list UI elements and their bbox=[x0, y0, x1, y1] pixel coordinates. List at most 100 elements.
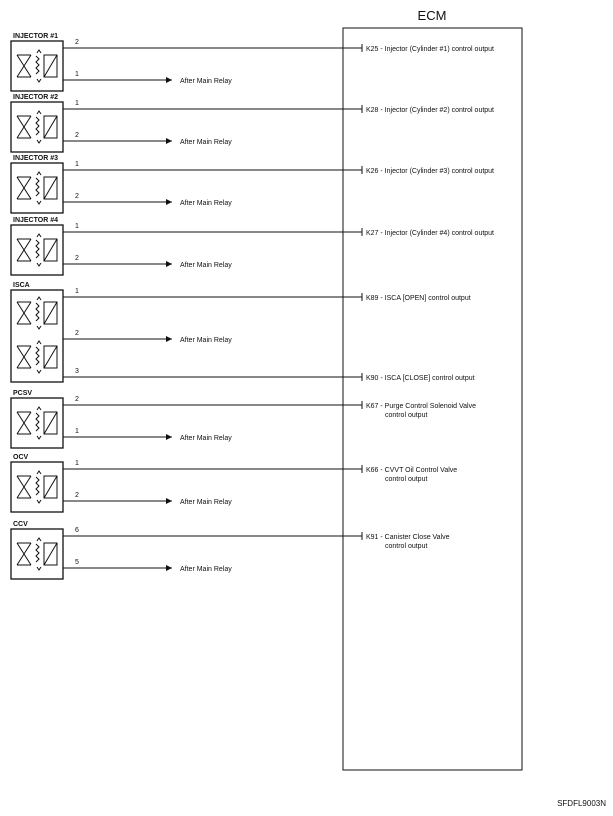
component-label: INJECTOR #1 bbox=[13, 33, 58, 40]
coil-symbol bbox=[43, 176, 58, 200]
component-label: INJECTOR #3 bbox=[13, 155, 58, 162]
valve-symbol bbox=[16, 54, 32, 78]
arrow-down-icon bbox=[36, 435, 42, 440]
signal-pin-number: 1 bbox=[75, 223, 79, 230]
relay-pin-number: 2 bbox=[75, 492, 79, 499]
ecm-title: ECM bbox=[418, 8, 447, 23]
signal-pin-number: 2 bbox=[75, 39, 79, 46]
ecm-box bbox=[342, 27, 523, 771]
coil-diagonal bbox=[43, 176, 58, 200]
arrow-down-icon bbox=[36, 369, 42, 374]
after-main-relay-label: After Main Relay bbox=[180, 78, 232, 85]
arrow-right-icon bbox=[166, 77, 172, 83]
valve-symbol bbox=[16, 411, 32, 435]
component-label: CCV bbox=[13, 521, 28, 528]
relay-pin-number: 2 bbox=[75, 255, 79, 262]
component-label: ISCA bbox=[13, 282, 30, 289]
arrow-up-icon bbox=[36, 171, 42, 176]
arrow-down-icon bbox=[36, 78, 42, 83]
arrow-up-icon bbox=[36, 49, 42, 54]
ecm-pin-label: control output bbox=[385, 543, 427, 550]
valve-symbol bbox=[16, 542, 32, 566]
coil-diagonal bbox=[43, 238, 58, 262]
coil-diagonal bbox=[43, 475, 58, 499]
signal-pin-number: 1 bbox=[75, 288, 79, 295]
coil-symbol bbox=[43, 238, 58, 262]
signal-pin-number: 6 bbox=[75, 527, 79, 534]
component-label: OCV bbox=[13, 454, 29, 461]
coil-diagonal bbox=[43, 411, 58, 435]
ecm-pin-label: K90 - ISCA [CLOSE] control output bbox=[366, 375, 475, 382]
arrow-up-icon bbox=[36, 537, 42, 542]
relay-pin-number: 1 bbox=[75, 428, 79, 435]
signal-pin-number: 2 bbox=[75, 396, 79, 403]
relay-pin-number: 1 bbox=[75, 71, 79, 78]
ecm-pin-label: K27 - Injector (Cylinder #4) control out… bbox=[366, 230, 494, 237]
spring-symbol bbox=[35, 302, 40, 322]
arrow-up-icon bbox=[36, 406, 42, 411]
valve-symbol bbox=[16, 238, 32, 262]
valve-symbol bbox=[16, 301, 32, 325]
relay-pin-number: 5 bbox=[75, 559, 79, 566]
signal-pin-number: 1 bbox=[75, 460, 79, 467]
coil-diagonal bbox=[43, 301, 58, 325]
arrow-down-icon bbox=[36, 139, 42, 144]
spring-symbol bbox=[35, 116, 40, 136]
after-main-relay-label: After Main Relay bbox=[180, 337, 232, 344]
component-box bbox=[10, 162, 64, 214]
component-label: PCSV bbox=[13, 390, 32, 397]
arrow-up-icon bbox=[36, 296, 42, 301]
component-box bbox=[10, 397, 64, 449]
coil-symbol bbox=[43, 475, 58, 499]
valve-symbol bbox=[16, 345, 32, 369]
after-main-relay-label: After Main Relay bbox=[180, 435, 232, 442]
arrow-down-icon bbox=[36, 566, 42, 571]
spring-symbol bbox=[35, 346, 40, 366]
arrow-right-icon bbox=[166, 261, 172, 267]
arrow-right-icon bbox=[166, 199, 172, 205]
arrow-right-icon bbox=[166, 336, 172, 342]
ecm-pin-label: K25 - Injector (Cylinder #1) control out… bbox=[366, 46, 494, 53]
arrow-right-icon bbox=[166, 498, 172, 504]
coil-diagonal bbox=[43, 54, 58, 78]
arrow-right-icon bbox=[166, 434, 172, 440]
after-main-relay-label: After Main Relay bbox=[180, 566, 232, 573]
arrow-right-icon bbox=[166, 138, 172, 144]
coil-diagonal bbox=[43, 542, 58, 566]
ecm-pin-label: K66 - CVVT Oil Control Valve bbox=[366, 467, 457, 474]
component-box bbox=[10, 461, 64, 513]
relay-pin-number: 2 bbox=[75, 132, 79, 139]
component-box bbox=[10, 101, 64, 153]
spring-symbol bbox=[35, 55, 40, 75]
ecm-pin-label: K67 - Purge Control Solenoid Valve bbox=[366, 403, 476, 410]
after-main-relay-label: After Main Relay bbox=[180, 499, 232, 506]
after-main-relay-label: After Main Relay bbox=[180, 200, 232, 207]
coil-symbol bbox=[43, 411, 58, 435]
arrow-up-icon bbox=[36, 233, 42, 238]
arrow-up-icon bbox=[36, 340, 42, 345]
arrow-right-icon bbox=[166, 565, 172, 571]
valve-symbol bbox=[16, 115, 32, 139]
arrow-down-icon bbox=[36, 262, 42, 267]
valve-symbol bbox=[16, 176, 32, 200]
component-box bbox=[10, 528, 64, 580]
ecm-pin-label: K28 - Injector (Cylinder #2) control out… bbox=[366, 107, 494, 114]
coil-symbol bbox=[43, 345, 58, 369]
after-main-relay-label: After Main Relay bbox=[180, 139, 232, 146]
coil-symbol bbox=[43, 54, 58, 78]
spring-symbol bbox=[35, 239, 40, 259]
coil-diagonal bbox=[43, 345, 58, 369]
signal-pin-number: 1 bbox=[75, 100, 79, 107]
spring-symbol bbox=[35, 177, 40, 197]
arrow-down-icon bbox=[36, 200, 42, 205]
